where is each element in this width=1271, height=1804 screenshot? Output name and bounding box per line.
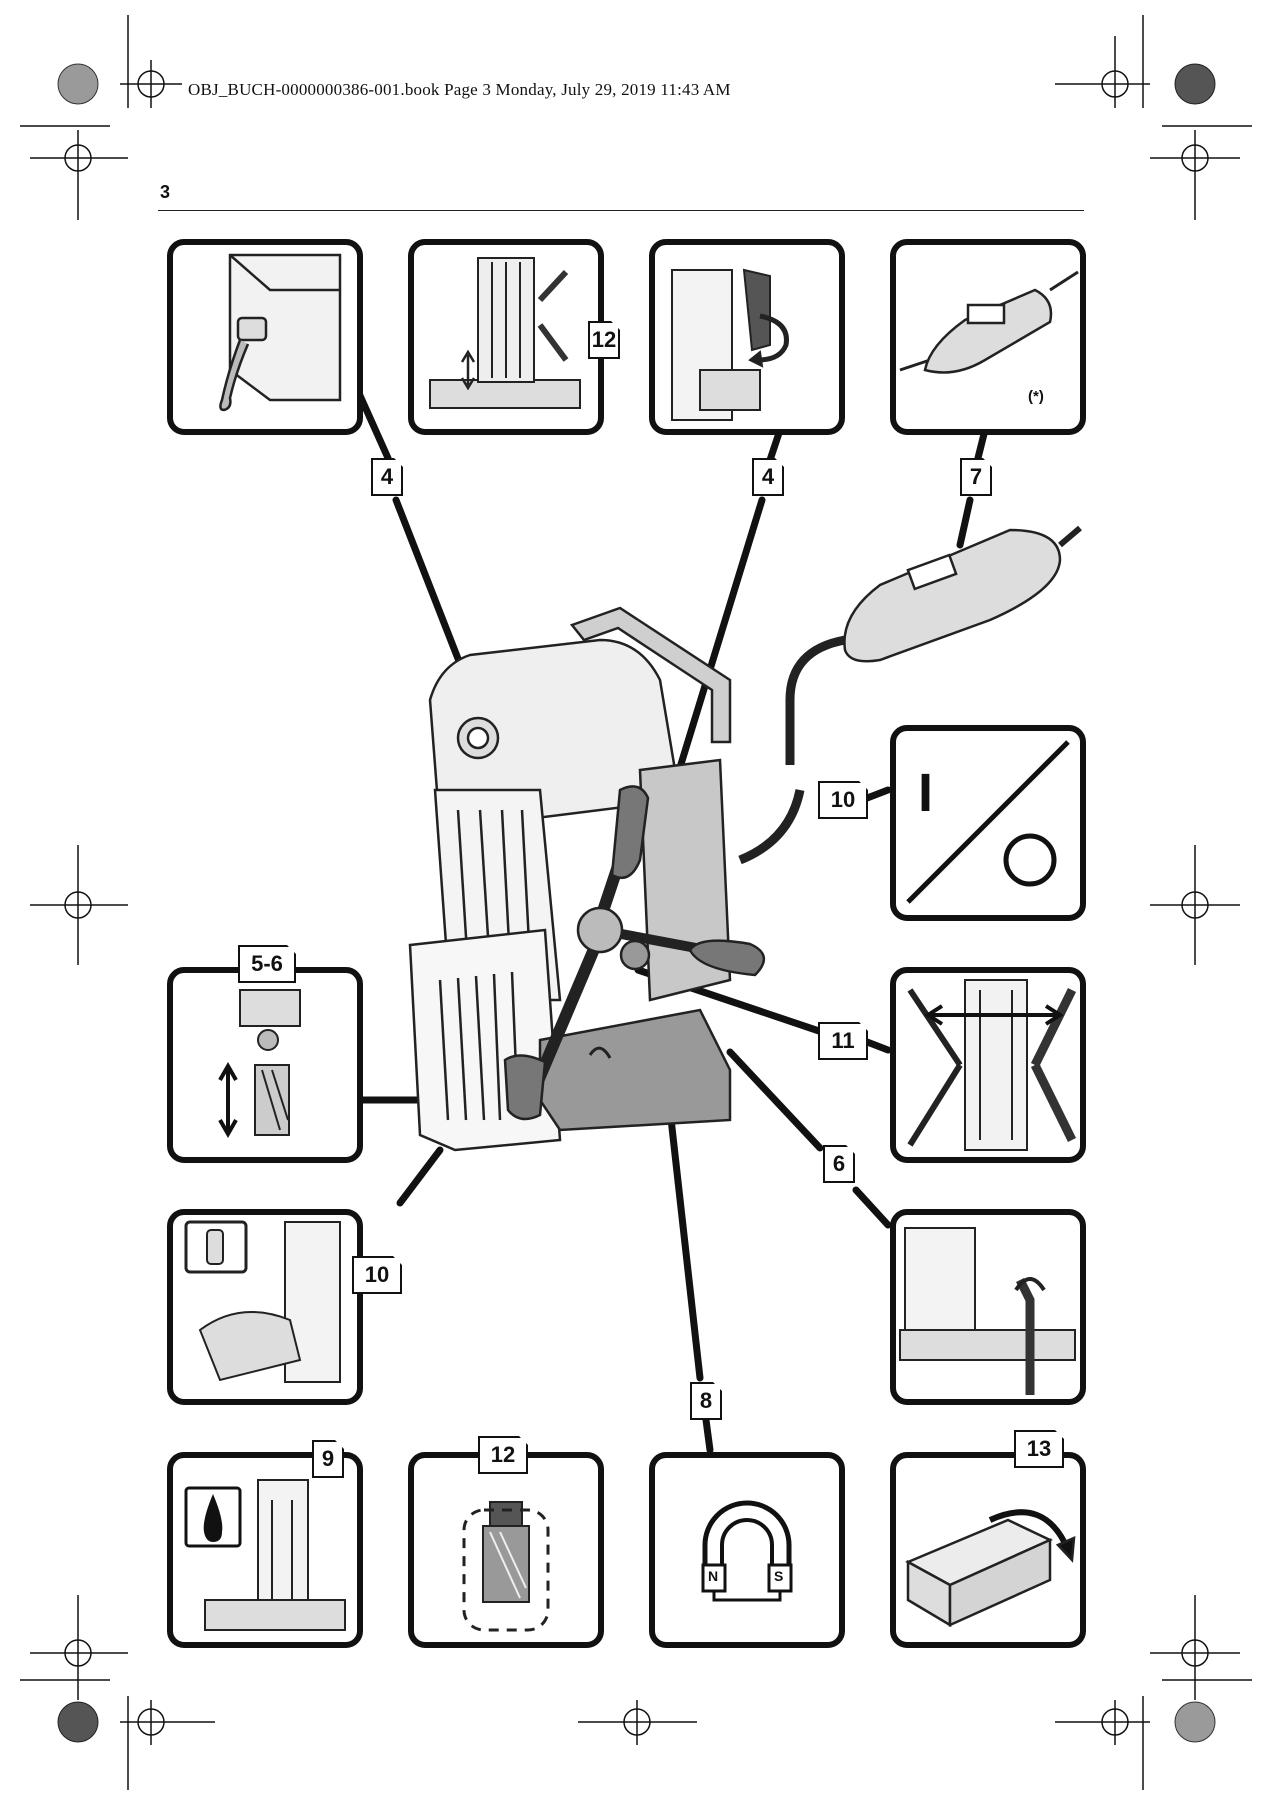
callout-oil-tank: 4 [371, 458, 403, 496]
coolant-system-icon [184, 1220, 341, 1383]
crosshair-icon [1055, 36, 1150, 108]
callout-switch: 10 [818, 781, 868, 819]
core-cutter-icon [218, 989, 301, 1139]
magnetic-core-drill-icon [408, 525, 1082, 1152]
callout-cutter: 5-6 [238, 945, 296, 983]
magnet-north-label: N [708, 1568, 719, 1584]
crosshair-icon [30, 845, 128, 965]
on-off-switch-icon [906, 740, 1070, 904]
oil-canister-icon [219, 253, 342, 412]
callout-handle: 11 [818, 1022, 868, 1060]
header-rule [158, 210, 1084, 211]
crosshair-icon [120, 1700, 215, 1745]
switch-on-symbol: I [918, 763, 934, 823]
crosshair-icon [578, 1700, 697, 1745]
oil-drop-icon [184, 1486, 242, 1548]
callout-case: 13 [1014, 1430, 1064, 1468]
drill-stand-icon [429, 257, 581, 409]
callout-feed-lever: 4 [752, 458, 784, 496]
callout-safety-belt: 6 [823, 1145, 855, 1183]
file-header: OBJ_BUCH-0000000386-001.book Page 3 Mond… [188, 80, 731, 99]
crosshair-icon [1055, 1700, 1150, 1745]
registration-marks [20, 15, 1252, 1790]
magnet-icon [701, 1500, 793, 1602]
drill-with-oil-icon [204, 1479, 346, 1631]
callout-coolant: 10 [352, 1256, 402, 1294]
callout-cutter-bottom: 12 [478, 1436, 528, 1474]
color-bar-circles [57, 63, 1216, 1743]
handle-reversal-icon [907, 979, 1077, 1151]
callout-depth-stop: 12 [588, 321, 620, 359]
crosshair-icon [1150, 1595, 1240, 1700]
feed-lever-icon [671, 268, 789, 421]
crosshair-icon [1150, 845, 1240, 965]
callout-magnet: 8 [690, 1382, 722, 1420]
prcd-plug-icon [899, 270, 1079, 374]
crosshair-icon [120, 60, 182, 108]
callout-oil: 9 [312, 1440, 344, 1478]
switch-off-symbol: O [1022, 846, 1023, 847]
carrying-case-icon [905, 1509, 1076, 1628]
crosshair-icon [30, 130, 128, 220]
page-number: 3 [160, 182, 171, 202]
cutter-wear-icon [462, 1501, 550, 1632]
magnet-south-label: S [774, 1568, 784, 1584]
crosshair-icon [1150, 130, 1240, 220]
callout-prcd: 7 [960, 458, 992, 496]
crosshair-icon [30, 1595, 128, 1700]
safety-belt-icon [899, 1227, 1076, 1395]
accessory-note: (*) [1028, 388, 1044, 405]
magnet-panel [649, 1452, 845, 1648]
